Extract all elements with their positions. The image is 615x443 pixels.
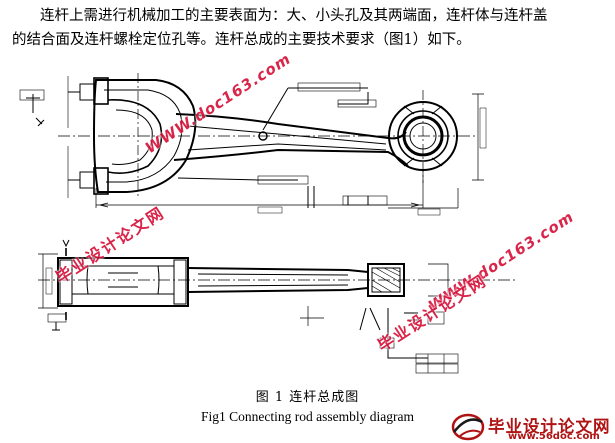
figure-caption-chinese: 图 1 连杆总成图 xyxy=(255,390,360,405)
rod-side-view xyxy=(38,239,518,374)
paragraph-line-2: 的结合面及连杆螺栓定位孔等。连杆总成的主要技术要求（图1）如下。 xyxy=(12,32,471,48)
logo-emblem-icon xyxy=(451,413,485,441)
logo-url: www.56doc.com xyxy=(508,431,600,442)
paragraph-line-1: 连杆上需进行机械加工的主要表面为：大、小头孔及其两端面，连杆体与连杆盖 xyxy=(40,8,548,24)
logo-title: 毕业设计论文网 xyxy=(488,417,611,436)
rod-top-view xyxy=(19,73,487,216)
intro-paragraph: 连杆上需进行机械加工的主要表面为：大、小头孔及其两端面，连杆体与连杆盖 的结合面… xyxy=(12,4,612,52)
figure-caption-english: Fig1 Connecting rod assembly diagram xyxy=(201,409,414,424)
site-logo: 毕业设计论文网 www.56doc.com xyxy=(448,410,614,443)
connecting-rod-drawing xyxy=(19,73,518,374)
